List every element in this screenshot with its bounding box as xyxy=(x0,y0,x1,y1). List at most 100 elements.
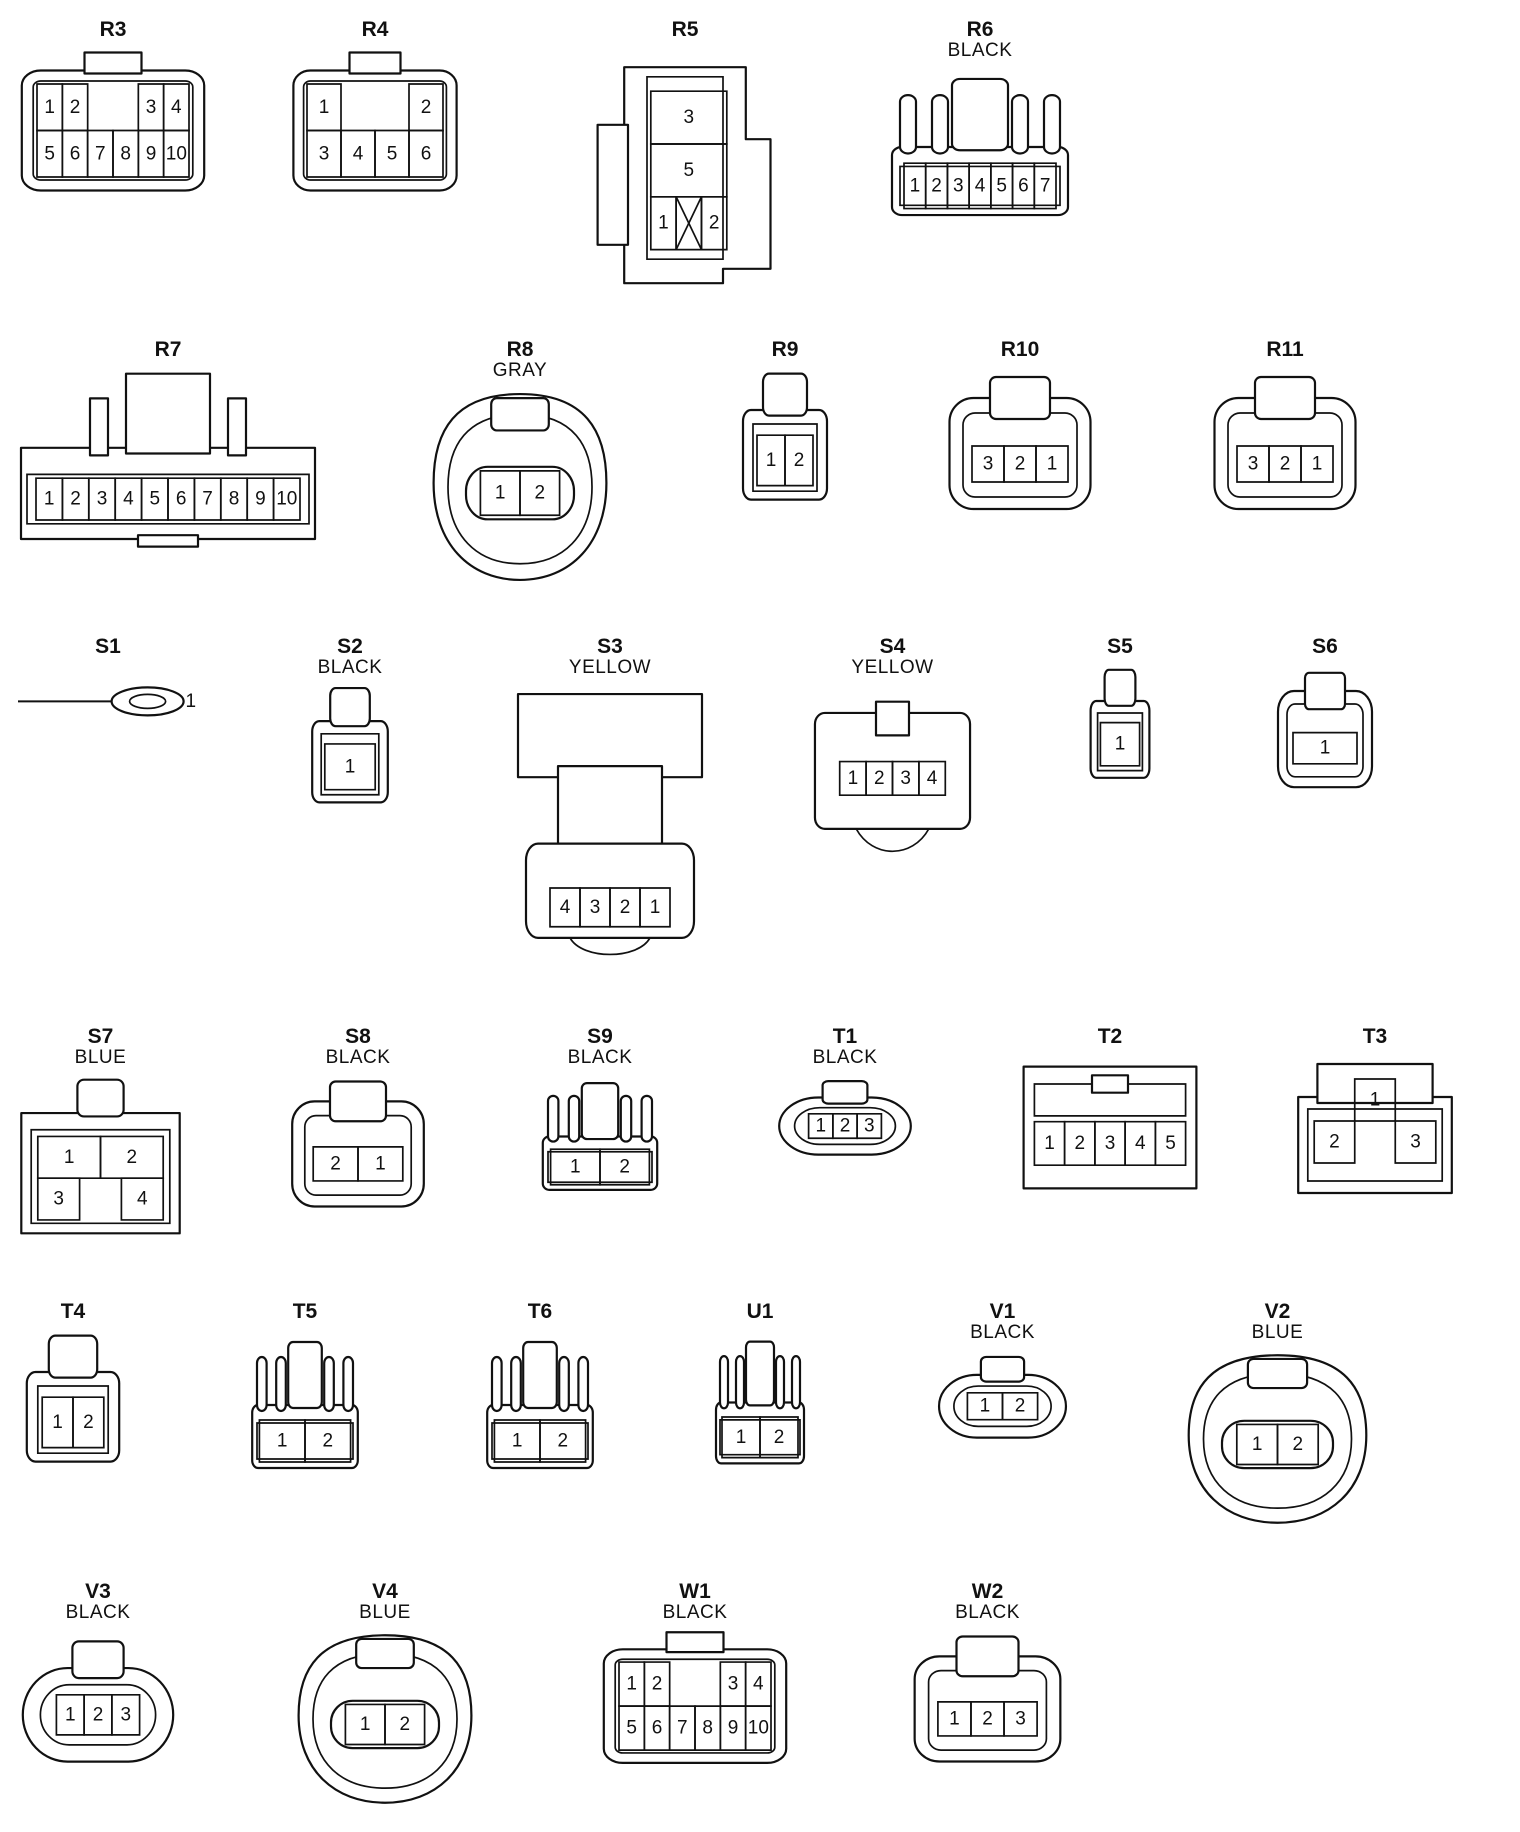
pin-number: 2 xyxy=(330,1153,341,1174)
pin-cell xyxy=(640,888,670,927)
connector-id: T5 xyxy=(292,1300,318,1323)
connector-id: S2 xyxy=(337,635,363,658)
pin-number: 4 xyxy=(1135,1133,1146,1154)
connector-face xyxy=(18,665,198,735)
pin-cell xyxy=(1278,1424,1319,1464)
connector-face xyxy=(288,1073,428,1215)
pin-cell xyxy=(1395,1121,1436,1163)
pin-cell xyxy=(1100,723,1139,766)
connector-face xyxy=(18,1073,183,1240)
pin-cell xyxy=(1355,1079,1396,1121)
pin-cell xyxy=(919,762,945,796)
connector-id: W2 xyxy=(971,1580,1004,1603)
pin-cell xyxy=(1036,446,1068,482)
pin-number: 2 xyxy=(794,450,805,471)
pin-number: 1 xyxy=(848,768,859,789)
pin-number: 1 xyxy=(949,1708,960,1729)
pin-number: 4 xyxy=(975,175,986,196)
pin-number: 2 xyxy=(620,897,631,918)
pin-number: 5 xyxy=(1165,1133,1176,1154)
pin-cell xyxy=(409,131,443,178)
pin-number: 6 xyxy=(70,143,81,164)
pin-number: 2 xyxy=(619,1156,630,1177)
connector-color: BLACK xyxy=(317,657,383,678)
pin-number: 2 xyxy=(70,97,81,118)
pin-number: 1 xyxy=(626,1674,637,1695)
pin-cell xyxy=(73,1397,104,1447)
connector-id: V4 xyxy=(372,1580,398,1603)
pin-cell xyxy=(785,435,813,485)
pin-cell xyxy=(1004,1702,1037,1736)
connector-face xyxy=(305,683,395,810)
pin-number: 7 xyxy=(202,489,213,510)
pin-number: 4 xyxy=(353,143,364,164)
connector-face xyxy=(18,48,208,198)
pin-number: 2 xyxy=(652,1674,663,1695)
pin-number: 3 xyxy=(97,489,108,510)
pin-number: 2 xyxy=(1293,1434,1304,1455)
connector-face xyxy=(430,386,610,588)
pin-number: 1 xyxy=(1320,738,1331,759)
connector-color: BLACK xyxy=(947,40,1013,61)
pin-number: 9 xyxy=(255,489,266,510)
connector-face xyxy=(910,1628,1065,1770)
pin-number: 1 xyxy=(277,1431,288,1452)
pin-number: 1 xyxy=(52,1412,63,1433)
pin-number: 2 xyxy=(982,1708,993,1729)
connector-id: V3 xyxy=(85,1580,111,1603)
pin-number: 2 xyxy=(1329,1132,1340,1153)
pin-number: 1 xyxy=(1044,1133,1055,1154)
pin-number: 3 xyxy=(590,897,601,918)
pin-number: 10 xyxy=(276,489,297,510)
pin-cell xyxy=(358,1147,403,1181)
pin-number: 1 xyxy=(736,1427,747,1448)
pin-number: 9 xyxy=(728,1718,739,1739)
pin-cell xyxy=(540,1420,586,1462)
pin-number: 5 xyxy=(387,143,398,164)
connector-id: R9 xyxy=(771,338,799,361)
pin-cell xyxy=(520,471,560,515)
pin-number: 2 xyxy=(400,1714,411,1735)
pin-number: 3 xyxy=(684,107,695,128)
pin-number: 6 xyxy=(176,489,187,510)
connector-color: BLUE xyxy=(359,1602,411,1623)
pin-cell xyxy=(857,1114,881,1138)
connector-face xyxy=(735,368,835,508)
connector-face xyxy=(775,1073,915,1175)
pin-cell xyxy=(1155,1122,1185,1166)
pin-number: 1 xyxy=(910,175,921,196)
pin-number: 1 xyxy=(1047,454,1058,475)
pin-cell xyxy=(1003,1393,1038,1420)
pin-number: 6 xyxy=(652,1718,663,1739)
connector-face xyxy=(710,1330,810,1475)
connector-face xyxy=(1020,1055,1200,1200)
connector-face xyxy=(245,1330,365,1480)
pin-number: 1 xyxy=(815,1116,826,1137)
pin-number: 4 xyxy=(171,97,182,118)
pin-number: 7 xyxy=(95,143,106,164)
connector-id: V2 xyxy=(1264,1300,1291,1323)
pin-number: 3 xyxy=(983,454,994,475)
connector-id: S7 xyxy=(87,1025,114,1048)
connector-color: YELLOW xyxy=(568,657,652,678)
